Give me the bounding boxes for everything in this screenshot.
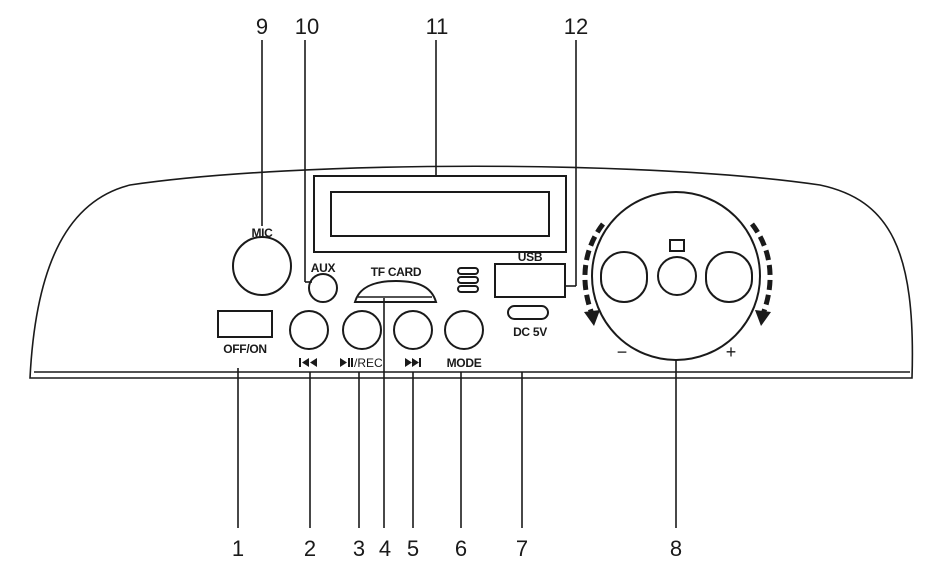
callout-12: 12 [564, 14, 588, 39]
callout-1: 1 [232, 536, 244, 561]
tf-card-label: TF CARD [371, 265, 422, 279]
play-pause-icon [340, 358, 353, 367]
left-rotation-arrow [582, 222, 605, 315]
play-pause-rec-button [342, 310, 382, 350]
mic-jack [232, 236, 292, 296]
knob-center-button [657, 256, 697, 296]
callout-3: 3 [353, 536, 365, 561]
dc-port [507, 305, 549, 320]
tf-card-slot [353, 279, 438, 303]
callout-7: 7 [516, 536, 528, 561]
dc-label: DC 5V [513, 325, 547, 339]
aux-label: AUX [311, 261, 336, 275]
mic-label: MIC [251, 226, 273, 240]
plus-label: + [726, 342, 737, 362]
next-icon [405, 358, 421, 367]
minus-label: − [617, 342, 628, 362]
right-rotation-arrow [750, 222, 773, 315]
callout-11: 11 [426, 14, 449, 39]
mode-button [444, 310, 484, 350]
panel-outline [29, 165, 914, 379]
right-arrowhead-icon [755, 310, 771, 326]
knob-right-button [705, 251, 753, 303]
callout-4: 4 [379, 536, 391, 561]
mode-label: MODE [447, 356, 482, 370]
off-on-label: OFF/ON [223, 342, 267, 356]
next-button [393, 310, 433, 350]
callout-6: 6 [455, 536, 467, 561]
leader-lines [237, 40, 677, 528]
power-switch [217, 310, 273, 338]
knob-left-button [600, 251, 648, 303]
callout-10: 10 [295, 14, 319, 39]
aux-jack [308, 273, 338, 303]
prev-button [289, 310, 329, 350]
callout-2: 2 [304, 536, 316, 561]
previous-icon [299, 358, 317, 367]
display-screen [330, 191, 550, 237]
callout-8: 8 [670, 536, 682, 561]
rec-label: /REC [354, 356, 383, 370]
usb-label: USB [518, 250, 543, 264]
usb-port [494, 263, 566, 298]
callout-9: 9 [256, 14, 268, 39]
left-arrowhead-icon [584, 310, 600, 326]
callout-5: 5 [407, 536, 419, 561]
grille-icon [457, 267, 479, 293]
knob-indicator-light [669, 239, 685, 252]
